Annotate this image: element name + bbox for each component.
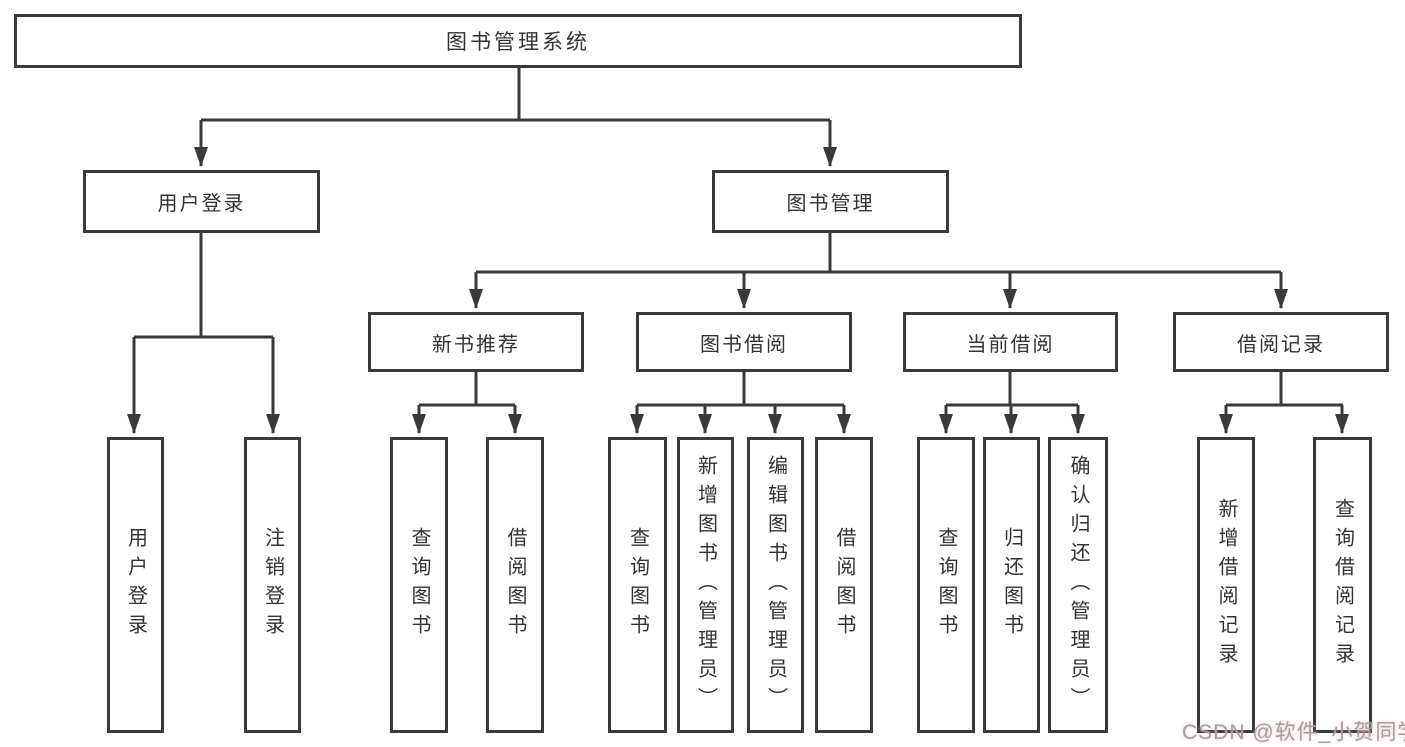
- node-user-login: 用户登录: [83, 170, 320, 233]
- node-label: 确认归还（管理员）: [1067, 454, 1089, 716]
- leaf-cb-confirm-return-admin: 确认归还（管理员）: [1048, 437, 1108, 733]
- node-label: 图书借阅: [700, 333, 788, 356]
- node-label: 查询图书: [626, 527, 649, 643]
- leaf-nb-borrow-books: 借阅图书: [486, 437, 544, 733]
- node-label: 图书管理: [786, 193, 875, 215]
- leaf-nb-query-books: 查询图书: [390, 437, 448, 733]
- node-label: 新增借阅记录: [1215, 498, 1237, 672]
- node-new-book-recommend: 新书推荐: [368, 312, 584, 372]
- node-current-borrowing: 当前借阅: [903, 312, 1118, 372]
- node-label: 用户登录: [124, 527, 147, 643]
- node-label: 新增图书（管理员）: [694, 454, 717, 716]
- node-label: 新书推荐: [432, 333, 520, 356]
- node-label: 查询图书: [935, 527, 957, 643]
- leaf-logout-login: 注销登录: [244, 437, 301, 733]
- leaf-user-login: 用户登录: [107, 437, 164, 733]
- node-label: 注销登录: [261, 527, 284, 643]
- leaf-bb-edit-books-admin: 编辑图书（管理员）: [747, 437, 804, 733]
- node-label: 借阅图书: [833, 527, 855, 643]
- node-label: 归还图书: [1000, 527, 1023, 643]
- leaf-bb-borrow-books: 借阅图书: [815, 437, 873, 733]
- leaf-cb-return-books: 归还图书: [983, 437, 1040, 733]
- node-label: 借阅图书: [504, 527, 526, 643]
- node-label: 用户登录: [157, 193, 246, 215]
- node-label: 当前借阅: [966, 333, 1055, 356]
- node-label: 查询借阅记录: [1331, 498, 1354, 672]
- node-label: 图书管理系统: [446, 31, 590, 54]
- node-book-management: 图书管理: [712, 170, 949, 233]
- leaf-br-query-record: 查询借阅记录: [1313, 437, 1372, 733]
- node-label: 查询图书: [408, 527, 430, 643]
- node-borrowing-records: 借阅记录: [1173, 312, 1389, 372]
- node-library-system: 图书管理系统: [14, 14, 1022, 68]
- leaf-bb-add-books-admin: 新增图书（管理员）: [677, 437, 734, 733]
- leaf-br-add-record: 新增借阅记录: [1197, 437, 1255, 733]
- leaf-bb-query-books: 查询图书: [608, 437, 667, 733]
- leaf-cb-query-books: 查询图书: [917, 437, 975, 733]
- node-book-borrowing: 图书借阅: [636, 312, 852, 372]
- node-label: 借阅记录: [1237, 333, 1325, 356]
- node-label: 编辑图书（管理员）: [764, 454, 787, 716]
- watermark: CSDN @软件_小贺同学: [1182, 721, 1405, 744]
